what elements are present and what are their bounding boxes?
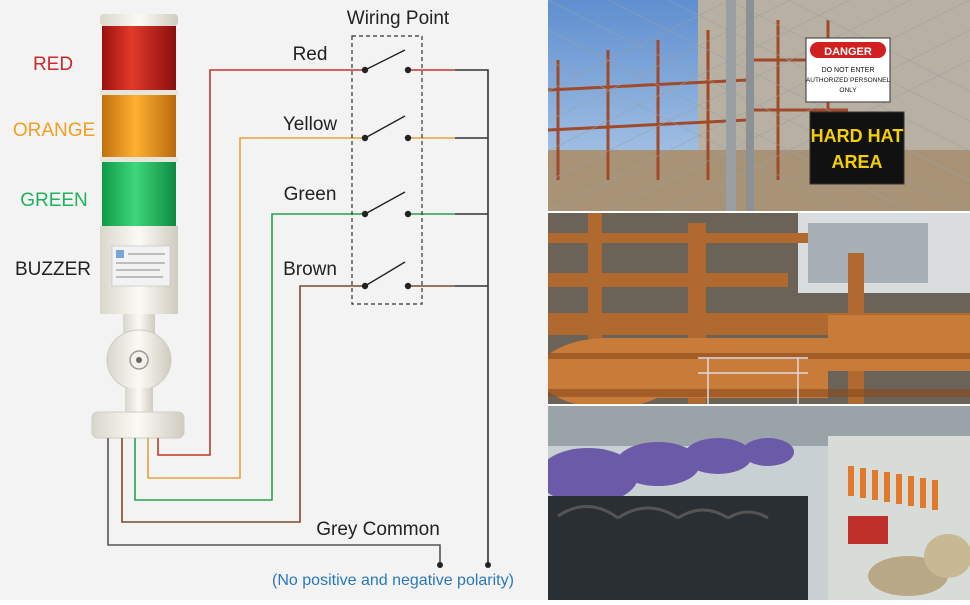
wire-label-brown: Brown — [283, 259, 337, 280]
wiring-diagram: RED ORANGE GREEN BUZZER Wiring Point — [0, 0, 548, 600]
red-lens — [102, 26, 176, 90]
wiring-diagram-svg: RED ORANGE GREEN BUZZER Wiring Point — [13, 8, 514, 589]
wire-grey-common — [107, 438, 441, 565]
label-green: GREEN — [20, 190, 88, 211]
photo-industrial-pipes — [548, 213, 970, 404]
orange-lens — [102, 95, 176, 157]
wire-brown — [121, 285, 365, 523]
photo-construction-site: DANGER DO NOT ENTER AUTHORIZED PERSONNEL… — [548, 0, 970, 211]
wiring-point-box — [351, 35, 423, 305]
svg-text:AREA: AREA — [831, 152, 882, 172]
svg-text:ONLY: ONLY — [839, 87, 857, 94]
polarity-note: (No positive and negative polarity) — [272, 572, 514, 589]
switch-green — [361, 191, 412, 218]
tower-cap — [100, 14, 178, 26]
label-buzzer: BUZZER — [15, 259, 91, 280]
switch-brown — [361, 261, 412, 290]
svg-text:AUTHORIZED PERSONNEL: AUTHORIZED PERSONNEL — [806, 77, 891, 84]
wire-label-red: Red — [293, 44, 328, 65]
wiring-point-title: Wiring Point — [347, 8, 450, 29]
switch-yellow — [361, 115, 412, 142]
svg-text:DO NOT ENTER: DO NOT ENTER — [822, 67, 875, 74]
wire-red — [157, 69, 365, 456]
tower-light — [91, 14, 185, 439]
svg-text:DANGER: DANGER — [824, 46, 872, 58]
application-photos: DANGER DO NOT ENTER AUTHORIZED PERSONNEL… — [548, 0, 970, 600]
hard-hat-sign — [809, 111, 905, 185]
svg-text:HARD HAT: HARD HAT — [811, 126, 904, 146]
wire-label-yellow: Yellow — [283, 114, 338, 135]
label-orange: ORANGE — [13, 120, 95, 141]
wire-label-grey-common: Grey Common — [316, 519, 440, 540]
tower-base — [91, 411, 185, 439]
label-red: RED — [33, 54, 73, 75]
wire-label-green: Green — [284, 184, 337, 205]
photo-textile-factory — [548, 406, 970, 600]
wire-yellow — [147, 137, 365, 479]
wire-green — [134, 213, 365, 501]
switch-red — [361, 49, 412, 74]
green-lens — [102, 162, 176, 226]
wire-common-return — [455, 69, 489, 565]
